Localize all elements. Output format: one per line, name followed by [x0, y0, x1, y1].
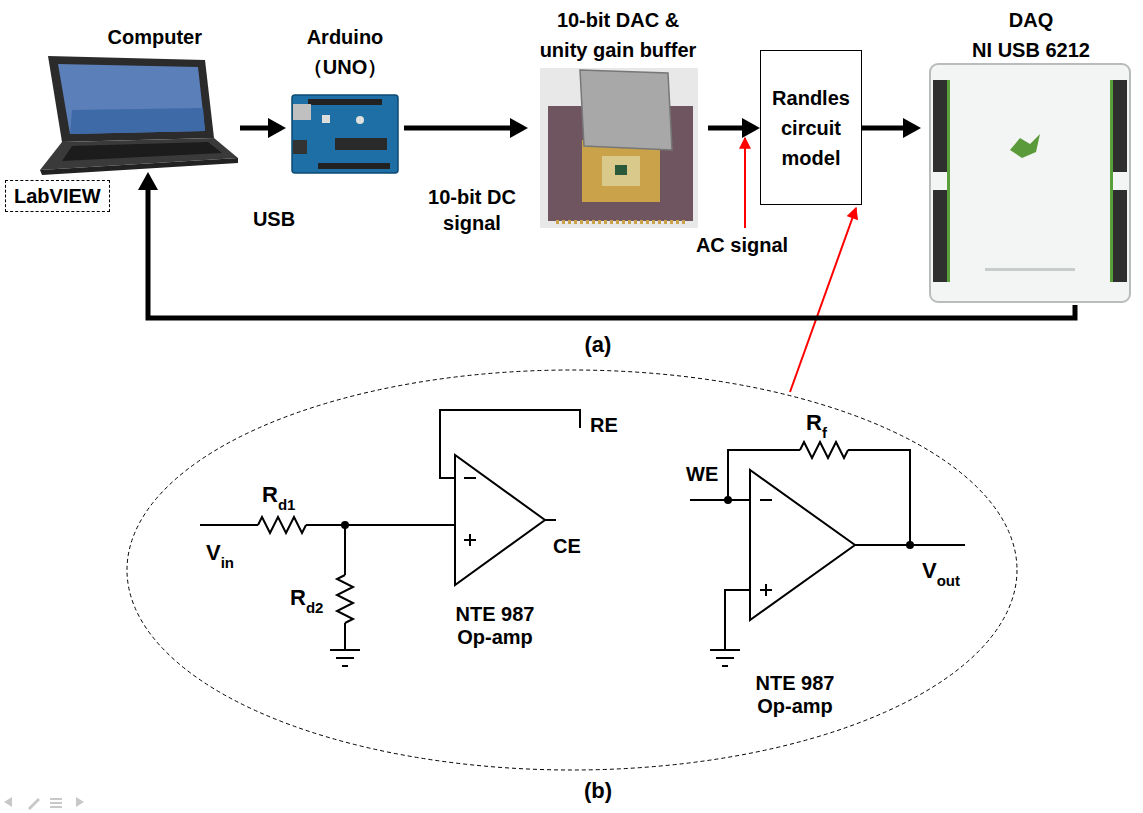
dac-chip-group: 10-bit DAC & unity gain buffer: [528, 5, 708, 227]
node-subheading: NI USB 6212: [921, 35, 1141, 65]
connector-line: [708, 126, 744, 131]
daq-group: DAQNI USB 6212: [921, 5, 1141, 305]
subscript-label: f: [822, 424, 827, 441]
detail-pointer-arrow: [790, 208, 856, 392]
electrode-label: RE: [590, 414, 618, 437]
connector-line: [404, 126, 512, 131]
subscript-label: in: [221, 554, 234, 571]
node-heading: DAQ: [921, 5, 1141, 35]
connector-arrow: [862, 118, 921, 138]
signal-label: AC signal: [696, 234, 788, 257]
node-heading: Computer: [15, 22, 202, 52]
electrode-label: WE: [686, 463, 718, 486]
dac-chip-photo: [540, 68, 698, 228]
arrow-head: [742, 118, 760, 138]
subscript-label: d1: [278, 496, 296, 513]
node-heading: Arduino: [286, 22, 404, 52]
signal-label: V: [206, 540, 221, 565]
part-label: NTE 987 Op-amp: [445, 603, 545, 649]
detail-ellipse: [127, 370, 1017, 770]
opamp-symbol: [750, 470, 855, 620]
signal-label: V: [922, 558, 937, 583]
component-label: R: [262, 482, 278, 507]
subscript-label: out: [937, 572, 960, 589]
arrow-head: [510, 118, 528, 138]
component-label: R: [806, 410, 822, 435]
ac-signal-arrow: [744, 138, 746, 228]
resistor-symbol: [800, 442, 848, 458]
slide-nav-icons: [4, 797, 84, 810]
resistor-symbol: [337, 575, 353, 623]
edge-label: USB: [242, 206, 306, 232]
arduino-group: Arduino（UNO）: [286, 22, 404, 177]
connector-arrow: [708, 118, 760, 138]
circuit-schematic: [200, 410, 965, 666]
software-box: LabVIEW: [5, 180, 110, 212]
component-label: R: [290, 585, 306, 610]
resistor-symbol: [258, 517, 306, 533]
daq-device-illustration: [930, 64, 1130, 302]
computer-group: Computer: [15, 22, 240, 172]
edge-label: 10-bit DC signal: [415, 184, 529, 236]
connector-arrow: [240, 118, 286, 138]
panel-label: (a): [585, 332, 612, 357]
junction-dot: [906, 541, 914, 549]
node-heading: LabVIEW: [14, 181, 101, 211]
subscript-label: d2: [306, 599, 324, 616]
part-label: NTE 987 Op-amp: [745, 672, 845, 718]
connector-line: [148, 188, 1075, 318]
connector-line: [862, 126, 905, 131]
randles-box: Randles circuit model: [760, 50, 862, 205]
opamp-symbol: [455, 455, 545, 585]
arrow-head: [268, 118, 286, 138]
electrode-label: CE: [553, 535, 581, 558]
connector-line: [240, 126, 270, 131]
connector-arrow: [404, 118, 528, 138]
node-heading: 10-bit DAC & unity gain buffer: [534, 5, 702, 65]
node-heading: Randles circuit model: [765, 83, 857, 173]
laptop-illustration: [40, 56, 238, 175]
junction-dot: [341, 521, 349, 529]
panel-label: (b): [584, 778, 612, 803]
arrow-head: [138, 172, 158, 190]
connector-arrow: [138, 172, 1075, 318]
arrow-head: [903, 118, 921, 138]
junction-dot: [724, 496, 732, 504]
arduino-board-illustration: [292, 95, 398, 173]
node-subheading: （UNO）: [286, 52, 404, 82]
